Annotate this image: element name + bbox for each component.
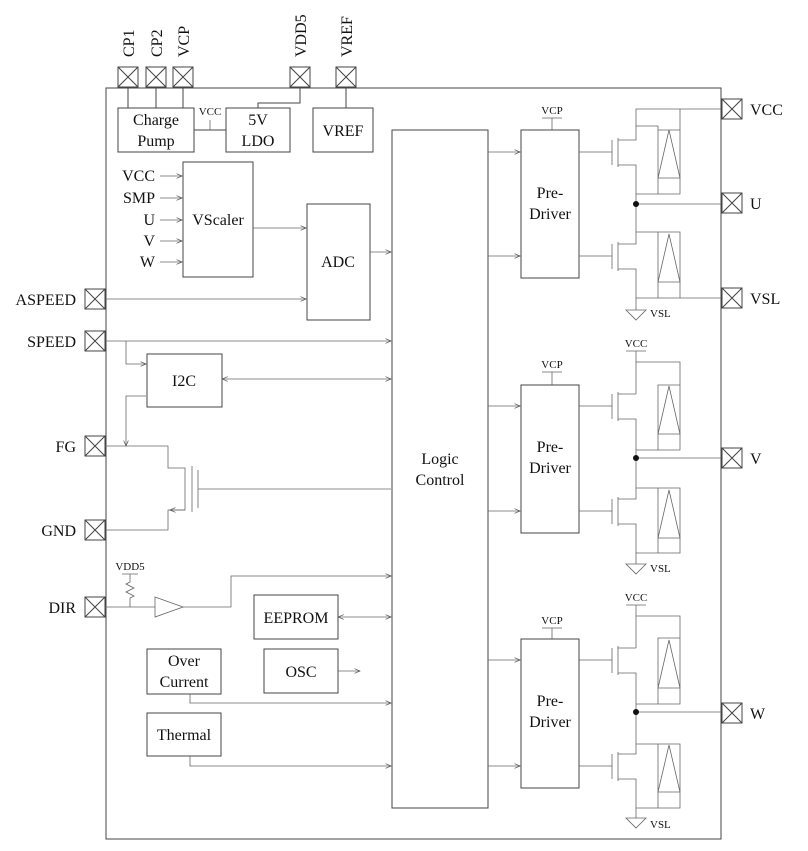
vcp-label-w: VCP bbox=[541, 615, 562, 627]
charge-pump-label-1: Charge bbox=[133, 112, 179, 129]
right-pin-v: V bbox=[721, 447, 762, 469]
vscaler-label: VScaler bbox=[192, 212, 244, 229]
svg-text:W: W bbox=[140, 254, 156, 271]
svg-text:VCC: VCC bbox=[122, 168, 155, 185]
pin-label-w: W bbox=[750, 706, 766, 723]
pin-label-speed: SPEED bbox=[27, 334, 76, 351]
right-pin-vcc: VCC bbox=[721, 98, 783, 120]
left-pin-speed: SPEED bbox=[27, 330, 106, 352]
adc-block bbox=[306, 203, 371, 321]
logic-control-label-2: Control bbox=[416, 472, 465, 489]
ldo-block bbox=[225, 107, 291, 153]
vsl-label-w: VSL bbox=[650, 819, 671, 831]
chip-outline bbox=[105, 87, 722, 840]
vscaler-input-vcc: VCC bbox=[122, 168, 182, 185]
vscaler-input-u: U bbox=[143, 212, 182, 229]
top-pin-cp2: CP2 bbox=[145, 29, 167, 88]
pin-label-dir: DIR bbox=[48, 600, 76, 617]
right-pin-w: W bbox=[721, 702, 766, 724]
vsl-label-u: VSL bbox=[650, 308, 671, 320]
vscaler-input-v: V bbox=[143, 233, 182, 250]
over-current-label-2: Current bbox=[160, 674, 209, 691]
pre-driver-w-label-2: Driver bbox=[529, 714, 571, 731]
pre-driver-u-label-2: Driver bbox=[529, 206, 571, 223]
vscaler-block bbox=[182, 161, 254, 278]
thermal-label: Thermal bbox=[157, 727, 212, 744]
pin-label-gnd: GND bbox=[41, 523, 76, 540]
pin-label-vcp: VCP bbox=[176, 26, 193, 57]
thermal-block bbox=[146, 712, 222, 757]
vcp-label-u: VCP bbox=[541, 105, 562, 117]
adc-label: ADC bbox=[321, 254, 355, 271]
svg-text:V: V bbox=[143, 233, 155, 250]
svg-text:U: U bbox=[143, 212, 155, 229]
pin-label-aspeed: ASPEED bbox=[16, 292, 76, 309]
pin-label-vref: VREF bbox=[339, 16, 356, 57]
left-pin-fg: FG bbox=[56, 435, 106, 457]
right-pin-u: U bbox=[721, 192, 762, 214]
osc-block bbox=[263, 648, 339, 694]
pin-label-cp2: CP2 bbox=[149, 29, 166, 57]
top-pin-vdd5: VDD5 bbox=[289, 14, 311, 88]
left-pin-dir: DIR bbox=[48, 596, 106, 618]
top-pin-vref: VREF bbox=[335, 16, 357, 88]
pre-driver-w-block bbox=[520, 638, 580, 789]
pin-label-vsl: VSL bbox=[750, 291, 780, 308]
over-current-label-1: Over bbox=[168, 653, 201, 670]
top-pin-cp1: CP1 bbox=[117, 29, 139, 88]
logic-control-label-1: Logic bbox=[421, 451, 458, 468]
over-current-block bbox=[146, 648, 222, 695]
top-pin-vcp: VCP bbox=[172, 26, 194, 88]
osc-label: OSC bbox=[285, 664, 316, 681]
i2c-block bbox=[146, 353, 223, 408]
logic-control-block bbox=[391, 129, 489, 809]
phase-u-driver: VCP Pre- Driver VSL bbox=[488, 105, 721, 321]
pin-label-vcc: VCC bbox=[750, 102, 783, 119]
pin-label-vdd5: VDD5 bbox=[293, 14, 310, 57]
i2c-label: I2C bbox=[172, 373, 196, 390]
charge-pump-label-2: Pump bbox=[137, 133, 174, 150]
pin-label-cp1: CP1 bbox=[121, 29, 138, 57]
vscaler-input-smp: SMP bbox=[123, 190, 182, 207]
eeprom-label: EEPROM bbox=[264, 610, 329, 627]
phase-w-driver: VCP Pre- Driver VCC VSL bbox=[488, 592, 721, 831]
ldo-label-2: LDO bbox=[242, 133, 275, 150]
pre-driver-u-block bbox=[520, 129, 580, 279]
svg-text:SMP: SMP bbox=[123, 190, 155, 207]
vref-block bbox=[312, 107, 374, 153]
phase-v-driver: VCP Pre- Driver VCC VSL bbox=[488, 338, 721, 575]
vdd5-label-dir: VDD5 bbox=[115, 561, 145, 573]
right-pin-vsl: VSL bbox=[721, 287, 780, 309]
left-pin-aspeed: ASPEED bbox=[16, 288, 106, 310]
eeprom-block bbox=[253, 594, 339, 640]
pin-label-v: V bbox=[750, 451, 762, 468]
vcp-label-v: VCP bbox=[541, 359, 562, 371]
ldo-label-1: 5V bbox=[248, 112, 268, 129]
vcc-label-w: VCC bbox=[625, 592, 648, 604]
vcc-label-v: VCC bbox=[625, 338, 648, 350]
pre-driver-v-label-2: Driver bbox=[529, 460, 571, 477]
pin-label-fg: FG bbox=[56, 439, 77, 456]
vscaler-input-w: W bbox=[140, 254, 182, 271]
vref-block-label: VREF bbox=[323, 123, 364, 140]
charge-pump-block bbox=[117, 107, 195, 153]
vcc-label-cp: VCC bbox=[199, 106, 222, 118]
pre-driver-v-block bbox=[520, 384, 580, 534]
vsl-label-v: VSL bbox=[650, 563, 671, 575]
pre-driver-v-label-1: Pre- bbox=[537, 439, 564, 456]
pin-label-u: U bbox=[750, 196, 762, 213]
pre-driver-w-label-1: Pre- bbox=[537, 693, 564, 710]
pre-driver-u-label-1: Pre- bbox=[537, 185, 564, 202]
left-pin-gnd: GND bbox=[41, 519, 106, 541]
